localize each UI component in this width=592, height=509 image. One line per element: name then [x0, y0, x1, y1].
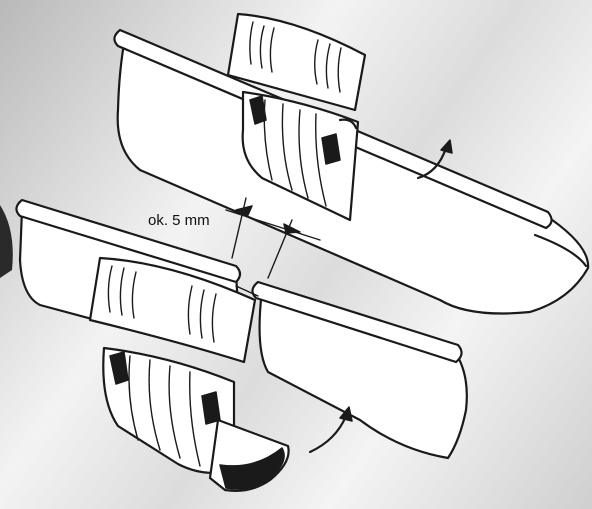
top-gutter-assembly [113, 12, 590, 315]
top-connector [226, 12, 367, 222]
top-connector-tab-right [321, 133, 341, 165]
bottom-connector-tab-left [109, 351, 129, 385]
bottom-left-gutter-bead [15, 198, 242, 284]
bottom-rotation-arrow [308, 406, 353, 454]
gap-label: ok. 5 mm [148, 212, 210, 229]
top-connector-flap [226, 12, 367, 112]
bottom-right-gutter-bead [251, 280, 463, 364]
gap-dimension: ok. 5 mm [148, 197, 321, 279]
bottom-right-gutter [251, 280, 468, 460]
gap-marker [235, 285, 259, 297]
edge-shadow [0, 205, 13, 278]
bottom-gutter-assembly [15, 198, 468, 492]
top-rotation-arrow [416, 139, 453, 180]
top-connector-tab-left [249, 95, 267, 125]
bottom-connector [88, 256, 290, 492]
